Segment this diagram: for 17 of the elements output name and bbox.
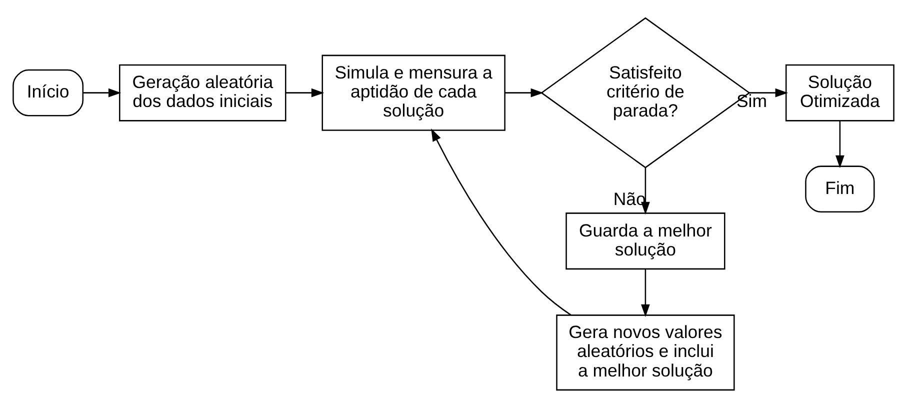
arrow <box>83 88 122 98</box>
edge-label: Sim <box>736 91 767 112</box>
node-box: Guarda a melhor solução <box>566 212 726 270</box>
edge-label: Não <box>613 188 646 209</box>
arrow <box>504 88 544 98</box>
node-box: Simula e mensura a aptidão de cada solução <box>322 54 506 131</box>
node-box: Início <box>12 69 84 116</box>
node-box: Geração aleatória dos dados iniciais <box>119 64 286 122</box>
arrow <box>286 88 324 98</box>
arrow <box>431 128 572 316</box>
node-box: Gera novos valores aleatórios e inclui a melhor solução <box>556 314 735 391</box>
node-box: Fim <box>805 166 875 213</box>
arrow <box>641 269 650 318</box>
arrow <box>641 168 650 215</box>
node-box: Solução Otimizada <box>785 64 894 122</box>
arrow <box>836 120 844 168</box>
arrow <box>749 88 788 98</box>
